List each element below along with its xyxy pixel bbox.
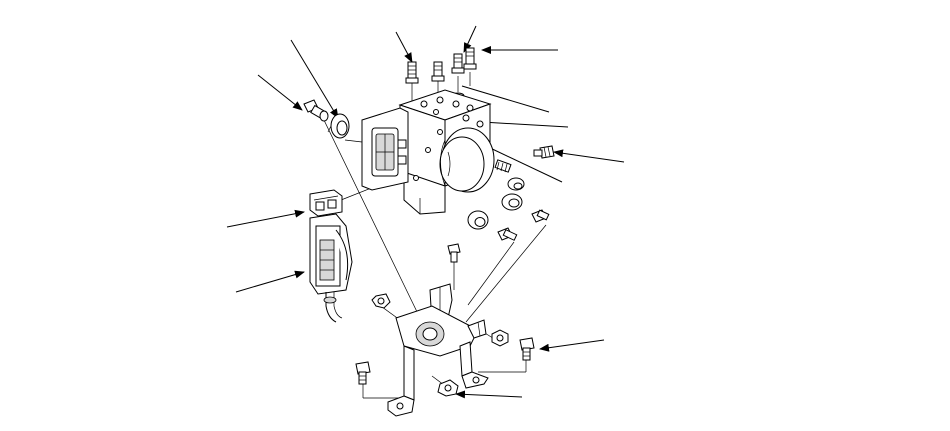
leader-line-top-left xyxy=(290,39,339,119)
mounting-bolt-bracket-top xyxy=(447,243,461,263)
leader-line-connector-lower xyxy=(235,270,305,293)
brake-line-fitting-right xyxy=(533,145,555,159)
leader-line-top-fitting-1 xyxy=(395,31,413,63)
top-fitting-2 xyxy=(431,61,445,82)
mounting-nut-bottom xyxy=(437,379,459,397)
mounting-nut-right xyxy=(491,329,509,347)
leader-lines xyxy=(226,25,625,399)
top-fitting-4 xyxy=(463,47,477,70)
mounting-bracket xyxy=(387,283,489,417)
harness-connector xyxy=(309,189,353,323)
leader-line-bottom-nut xyxy=(455,390,523,399)
alignment-lines xyxy=(321,72,547,399)
mounting-bolt-right-lower xyxy=(519,337,535,361)
mounting-bolt-left-lower xyxy=(355,361,371,385)
mounting-bolt-right-1 xyxy=(531,209,550,223)
pipe-fitting-small xyxy=(494,159,512,173)
leader-line-right-2 xyxy=(481,121,569,128)
rubber-bushing-right-3 xyxy=(467,210,489,230)
mounting-bolt-right-2 xyxy=(497,227,518,241)
rubber-bushing-left xyxy=(327,113,350,139)
leader-line-connector-upper xyxy=(226,209,305,228)
mounting-bolt-left xyxy=(303,99,329,122)
top-fitting-1 xyxy=(405,61,419,84)
leader-line-right-fitting xyxy=(553,149,625,163)
leader-line-left-bolt xyxy=(257,74,303,111)
rubber-bushing-right-1 xyxy=(507,177,525,191)
leader-line-right-bolt xyxy=(539,339,605,352)
leader-line-right-1 xyxy=(461,85,550,113)
abs-modulator-unit xyxy=(361,89,495,215)
rubber-bushing-right-2 xyxy=(501,193,523,211)
top-fitting-3 xyxy=(451,53,465,74)
mounting-nut-left xyxy=(371,293,391,309)
leader-line-right-3 xyxy=(485,145,563,183)
